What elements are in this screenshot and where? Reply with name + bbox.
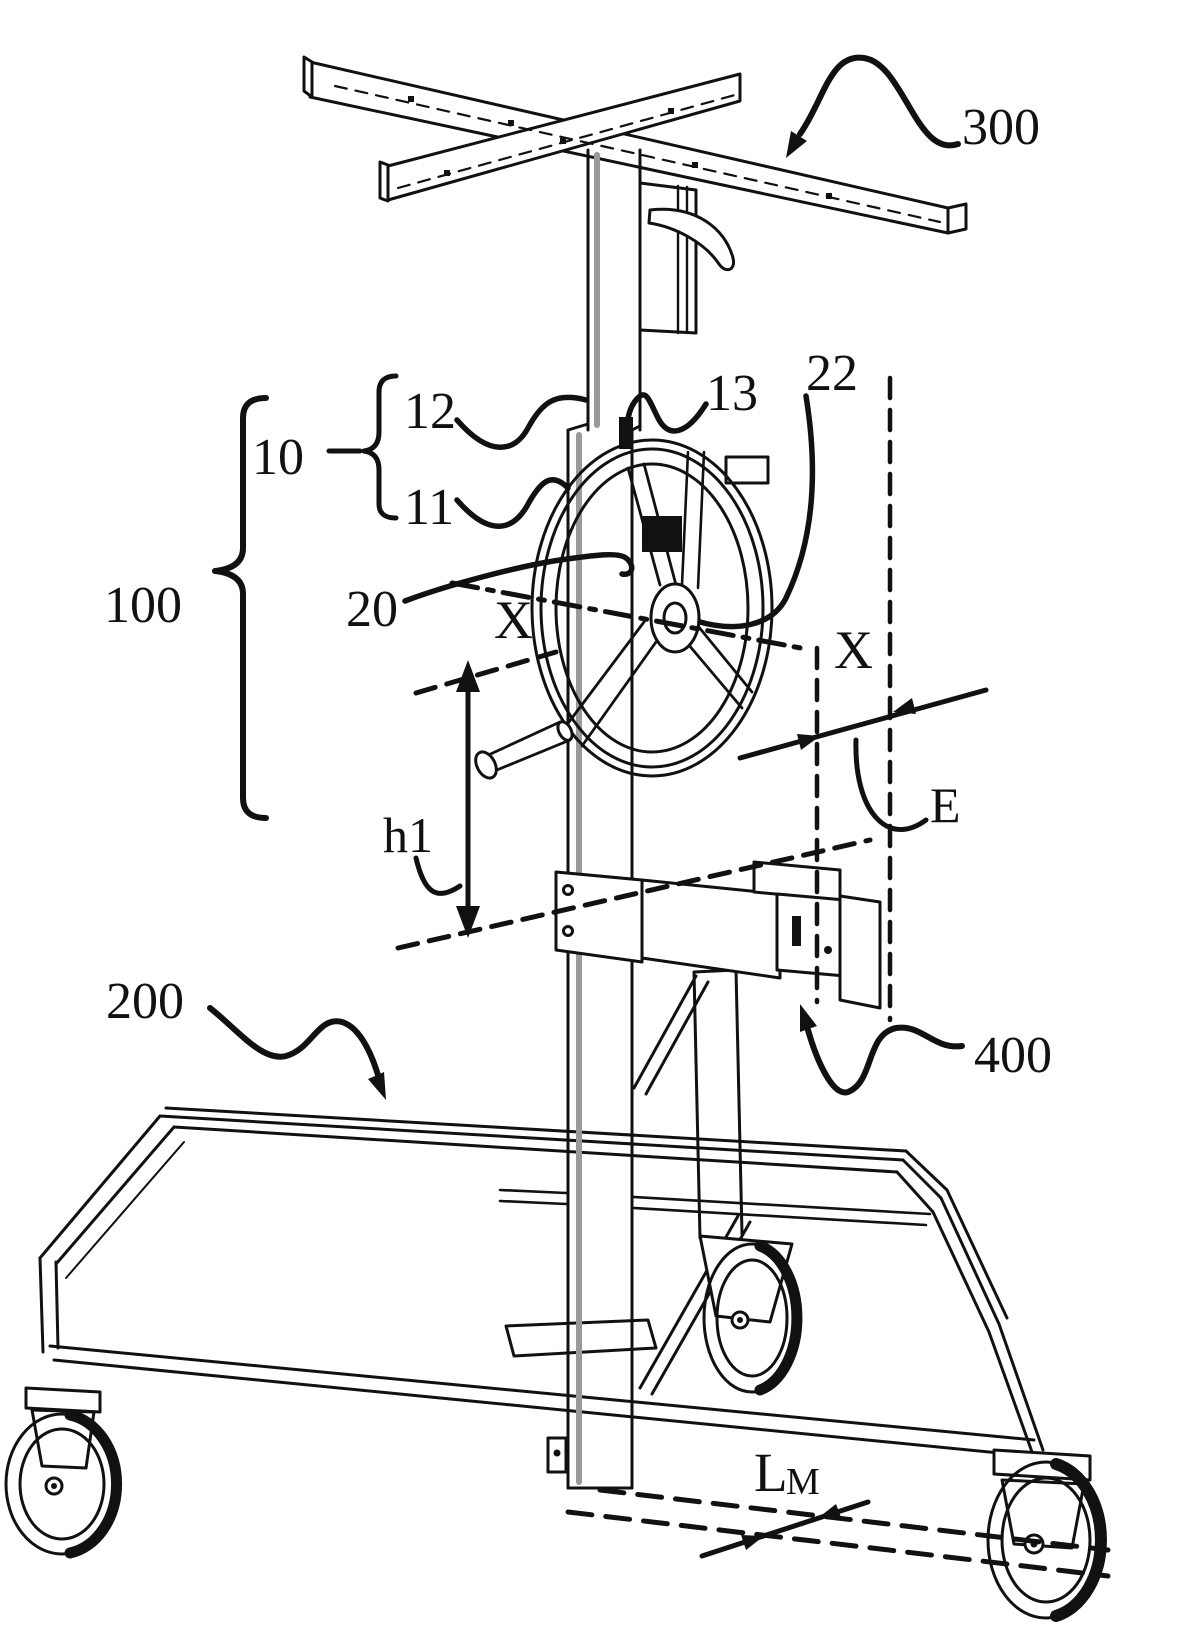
ref-label-12: 12 xyxy=(404,383,456,440)
right-caster xyxy=(986,1448,1107,1622)
ref-label-11: 11 xyxy=(404,479,454,536)
dim-label-lm-main: L xyxy=(754,1442,788,1503)
leader-arrows xyxy=(207,54,965,1100)
leader-11 xyxy=(454,477,571,529)
wheel-spokes xyxy=(564,462,754,748)
axis-label-x-left: X xyxy=(494,590,533,650)
axis-label-x-right: X xyxy=(834,620,873,680)
top-cross-frame xyxy=(302,55,968,235)
bracket-end-plate xyxy=(838,894,882,1010)
wheel-rim-inner xyxy=(554,462,750,754)
brace-100 xyxy=(212,395,269,821)
ref-label-22: 22 xyxy=(806,345,858,402)
e-dimension xyxy=(737,687,989,832)
h1-dimension xyxy=(413,660,480,938)
base-bottom-rail xyxy=(48,1344,1036,1442)
rear-caster-post xyxy=(692,968,744,1240)
bracket-mount-plate xyxy=(554,870,644,964)
leader-400 xyxy=(805,1024,965,1096)
axis-line-x-x xyxy=(449,580,809,652)
middle-caster xyxy=(698,1234,803,1396)
left-caster xyxy=(4,1386,123,1559)
base-frame xyxy=(38,968,1045,1458)
ref-label-13: 13 xyxy=(706,365,758,422)
ref-label-20: 20 xyxy=(346,581,398,638)
base-left-edge xyxy=(38,1256,45,1354)
leader-200 xyxy=(207,1005,383,1085)
ref-label-100: 100 xyxy=(104,577,182,634)
wheel-hub xyxy=(649,582,701,654)
lm-upper-datum xyxy=(597,1487,1111,1553)
base-top-rail xyxy=(164,1106,908,1153)
h1-leader xyxy=(413,855,463,896)
lm-dimension xyxy=(699,1499,871,1559)
bracket-arm xyxy=(640,878,782,980)
h1-lower-datum xyxy=(395,837,873,951)
support-bracket xyxy=(554,860,882,1010)
ref-label-10: 10 xyxy=(252,429,304,486)
leader-12 xyxy=(454,394,589,450)
beam-holes xyxy=(408,96,832,199)
annotations: 300 100 10 12 11 13 22 20 X X h1 E 200 4… xyxy=(104,54,1111,1579)
dim-label-e: E xyxy=(930,777,961,833)
leader-13 xyxy=(624,392,709,434)
e-leader xyxy=(853,737,929,832)
cross-beam-long xyxy=(308,60,950,235)
brace-10 xyxy=(361,373,399,521)
crank-handle xyxy=(474,720,574,780)
leader-22 xyxy=(697,393,816,630)
wheel-rim-outer xyxy=(530,438,774,778)
ref-label-300: 300 xyxy=(962,99,1040,156)
dim-label-h1: h1 xyxy=(383,807,433,863)
ref-label-200: 200 xyxy=(106,973,184,1030)
lm-lower-datum xyxy=(565,1509,1111,1579)
ref-label-400: 400 xyxy=(974,1027,1052,1084)
dim-label-lm-subscript: M xyxy=(786,1461,820,1503)
leader-300 xyxy=(797,54,961,149)
casters xyxy=(4,1234,1107,1622)
mast-column xyxy=(546,148,736,1490)
handwheel xyxy=(474,438,774,780)
release-lever xyxy=(647,207,736,272)
h1-upper-datum xyxy=(413,649,559,696)
leader-20 xyxy=(402,551,635,604)
